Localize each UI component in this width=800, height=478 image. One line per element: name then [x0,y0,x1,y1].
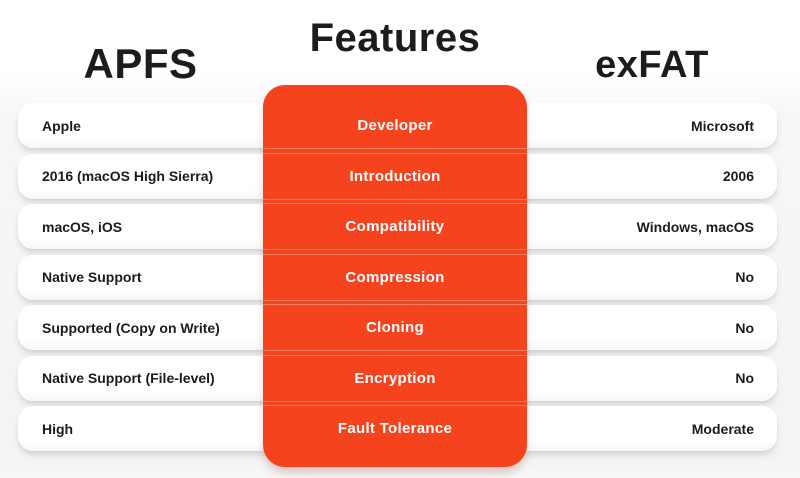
feature-label-encryption: Encryption [354,369,436,387]
feature-divider [263,350,527,356]
exfat-value: No [735,319,754,336]
feature-label-developer: Developer [357,117,433,134]
apfs-value: 2016 (macOS High Sierra) [42,168,214,184]
exfat-value: Microsoft [691,117,754,134]
apfs-header: APFS [83,40,198,87]
feature-label-cloning: Cloning [366,319,424,336]
exfat-value: Windows, macOS [636,218,754,235]
feature-divider [263,299,527,305]
feature-label-introduction: Introduction [349,167,441,185]
exfat-header: exFAT [595,44,709,86]
apfs-value: Apple [42,117,81,134]
features-header: Features [309,16,481,60]
apfs-value: Supported (Copy on Write) [42,319,220,336]
feature-divider [263,148,527,154]
feature-divider [263,198,527,204]
apfs-value: macOS, iOS [42,218,123,235]
features-column: Developer Introduction Compatibility Com… [263,85,527,467]
apfs-value: High [42,420,74,437]
exfat-value: No [735,370,754,386]
apfs-value: Native Support [42,269,142,285]
exfat-value: Moderate [691,420,754,437]
feature-label-fault-tolerance: Fault Tolerance [337,420,453,437]
feature-label-compatibility: Compatibility [345,218,445,235]
feature-label-compression: Compression [345,268,445,286]
feature-divider [263,249,527,255]
exfat-value: 2006 [722,168,754,184]
apfs-value: Native Support (File-level) [42,370,215,386]
exfat-value: No [735,269,754,285]
feature-divider [263,400,527,406]
